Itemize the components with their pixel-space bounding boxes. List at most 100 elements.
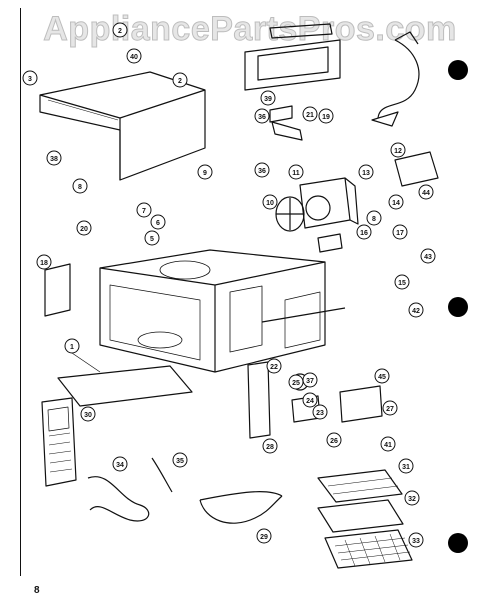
callout-22: 22 <box>266 358 282 374</box>
callout-8: 8 <box>72 178 88 194</box>
svg-text:31: 31 <box>402 464 410 471</box>
svg-text:32: 32 <box>408 496 416 503</box>
svg-text:8: 8 <box>78 184 82 191</box>
wire-harness-part <box>87 476 150 522</box>
fan-motor-part <box>299 177 359 229</box>
svg-text:9: 9 <box>203 170 207 177</box>
svg-text:21: 21 <box>306 112 314 119</box>
page-border-line <box>20 8 21 576</box>
svg-text:2: 2 <box>118 28 122 35</box>
svg-text:16: 16 <box>360 230 368 237</box>
svg-text:38: 38 <box>50 156 58 163</box>
svg-text:36: 36 <box>258 114 266 121</box>
watermark-text: AppliancePartsPros.com <box>43 10 457 49</box>
callout-30: 30 <box>80 406 96 422</box>
fan-blade-part <box>275 196 305 232</box>
callout-7: 7 <box>136 202 152 218</box>
svg-text:24: 24 <box>306 398 314 405</box>
callout-41: 41 <box>380 436 396 452</box>
probe-part <box>199 491 283 524</box>
callout-16: 16 <box>356 224 372 240</box>
svg-text:37: 37 <box>306 378 314 385</box>
callout-24: 24 <box>302 392 318 408</box>
callout-5: 5 <box>144 230 160 246</box>
callout-20: 20 <box>76 220 92 236</box>
svg-text:19: 19 <box>322 114 330 121</box>
tray-part <box>317 499 404 533</box>
callout-39: 39 <box>260 90 276 106</box>
callout-36b: 36 <box>254 108 270 124</box>
capacitor-part <box>317 233 343 253</box>
callout-13: 13 <box>358 164 374 180</box>
rack-part <box>317 469 403 503</box>
callout-35: 35 <box>172 452 188 468</box>
callout-6: 6 <box>150 214 166 230</box>
callout-34: 34 <box>112 456 128 472</box>
svg-text:23: 23 <box>316 410 324 417</box>
outer-cabinet-part <box>39 71 206 181</box>
callout-12: 12 <box>390 142 406 158</box>
callout-18: 18 <box>36 254 52 270</box>
callout-25: 25 <box>288 374 304 390</box>
svg-text:6: 6 <box>156 220 160 227</box>
grill-part <box>324 529 413 569</box>
callout-10: 10 <box>262 194 278 210</box>
callout-26: 26 <box>326 432 342 448</box>
svg-text:5: 5 <box>150 236 154 243</box>
callout-2: 2 <box>172 72 188 88</box>
door-frame-top-part <box>244 23 341 91</box>
svg-text:44: 44 <box>422 190 430 197</box>
svg-text:28: 28 <box>266 444 274 451</box>
callout-1: 1 <box>64 338 101 373</box>
door-panel-part <box>247 361 271 439</box>
binder-hole-icon <box>448 60 468 80</box>
switch-part <box>271 121 303 141</box>
callout-19: 19 <box>318 108 334 124</box>
svg-text:43: 43 <box>424 254 432 261</box>
binder-hole-icon <box>448 297 468 317</box>
callout-40: 40 <box>126 48 142 64</box>
mounting-bracket-part <box>339 385 383 423</box>
callout-8b: 8 <box>366 210 382 226</box>
callout-21: 21 <box>302 106 318 122</box>
callout-9: 9 <box>197 164 213 180</box>
power-cord-part <box>371 31 420 127</box>
callout-32: 32 <box>404 490 420 506</box>
svg-text:7: 7 <box>142 208 146 215</box>
callout-31: 31 <box>398 458 414 474</box>
wire-part <box>151 457 173 493</box>
oven-cavity-part <box>99 249 326 373</box>
control-panel-part <box>41 397 77 487</box>
callout-3: 3 <box>22 70 38 86</box>
svg-text:13: 13 <box>362 170 370 177</box>
callout-11: 11 <box>288 164 304 180</box>
svg-text:26: 26 <box>330 438 338 445</box>
svg-text:12: 12 <box>394 148 402 155</box>
svg-text:30: 30 <box>84 412 92 419</box>
latch-part <box>394 151 439 187</box>
svg-text:35: 35 <box>176 458 184 465</box>
svg-text:15: 15 <box>398 280 406 287</box>
callout-15: 15 <box>394 274 410 290</box>
svg-text:45: 45 <box>378 374 386 381</box>
svg-text:2: 2 <box>178 78 182 85</box>
svg-text:42: 42 <box>412 308 420 315</box>
svg-text:22: 22 <box>270 364 278 371</box>
svg-text:34: 34 <box>116 462 124 469</box>
callout-36: 36 <box>254 162 270 178</box>
callout-17: 17 <box>392 224 408 240</box>
callout-labels: 1 2 2 3 5 6 7 8 8 9 10 11 12 13 14 15 16… <box>22 22 436 548</box>
callout-14: 14 <box>388 194 404 210</box>
callout-43: 43 <box>420 248 436 264</box>
callout-29: 29 <box>256 528 272 544</box>
svg-text:39: 39 <box>264 96 272 103</box>
bracket-part <box>269 105 293 123</box>
svg-text:18: 18 <box>40 260 48 267</box>
callout-27: 27 <box>382 400 398 416</box>
svg-text:3: 3 <box>28 76 32 83</box>
binder-hole-icon <box>448 533 468 553</box>
callout-33: 33 <box>408 532 424 548</box>
svg-text:20: 20 <box>80 226 88 233</box>
